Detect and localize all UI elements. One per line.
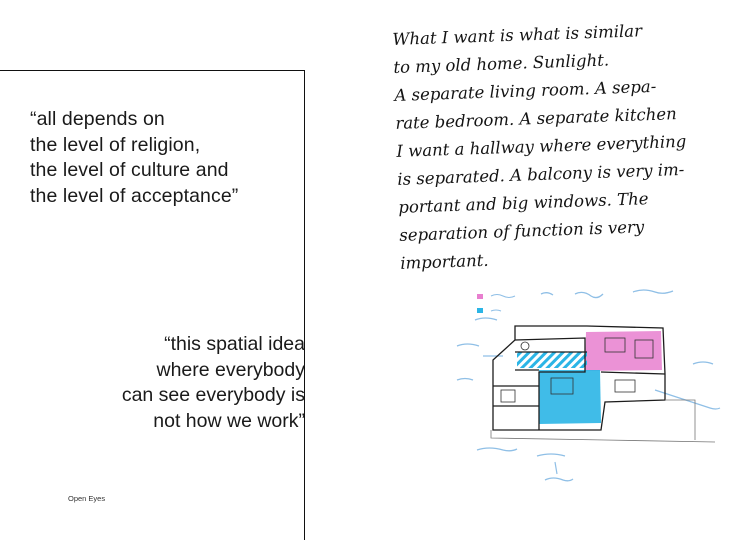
furniture-sketch [550, 377, 574, 395]
annotation-scribble [456, 377, 474, 381]
legend-cyan-swatch [477, 308, 483, 313]
legend-pink-swatch [477, 294, 483, 299]
furniture-sketch [634, 339, 654, 359]
quote-spatial-idea: “this spatial idea where everybody can s… [60, 332, 305, 434]
quote2-line: “this spatial idea [164, 333, 305, 355]
outer-wall [492, 325, 666, 431]
balcony-line [490, 430, 716, 443]
furniture-sketch [604, 337, 626, 353]
furniture-sketch [520, 341, 530, 351]
legend-scribble [490, 294, 516, 298]
left-page-frame [0, 70, 305, 540]
pink-room-fill [585, 331, 662, 371]
handwritten-note: What I want is what is similar to my old… [392, 14, 746, 278]
quote2-line: where everybody [156, 358, 306, 381]
furniture-sketch [614, 379, 636, 393]
annotation-scribble [574, 291, 604, 299]
quote2-line: can see everybody is [121, 384, 305, 406]
inner-wall [514, 337, 586, 430]
quote1-line: the level of culture and [30, 159, 229, 181]
annotation-scribble [536, 453, 566, 457]
annotation-scribble [456, 343, 480, 347]
quote2-line: not how we work” [153, 409, 305, 432]
annotation-arrow [654, 389, 721, 410]
inner-wall [600, 371, 666, 375]
annotation-scribble [474, 317, 498, 321]
annotation-scribble [632, 289, 674, 294]
legend-scribble [490, 309, 502, 312]
footer-label: Open Eyes [68, 494, 106, 503]
quote1-line: “all depends on [30, 108, 165, 130]
annotation-scribble [476, 447, 518, 452]
cyan-room-fill [539, 370, 601, 424]
annotation-arrow [554, 461, 558, 475]
quote1-line: the level of religion, [30, 133, 201, 156]
balcony-line [665, 399, 696, 440]
annotation-scribble [540, 292, 554, 296]
furniture-sketch [500, 389, 516, 403]
quote1-line: the level of acceptance” [30, 184, 239, 207]
annotation-scribble [544, 477, 574, 482]
quote-religion-culture: “all depends on the level of religion, t… [30, 107, 300, 209]
hallway-hatch [517, 352, 587, 368]
floor-plan-sketch [456, 289, 721, 482]
annotation-scribble [692, 361, 714, 365]
